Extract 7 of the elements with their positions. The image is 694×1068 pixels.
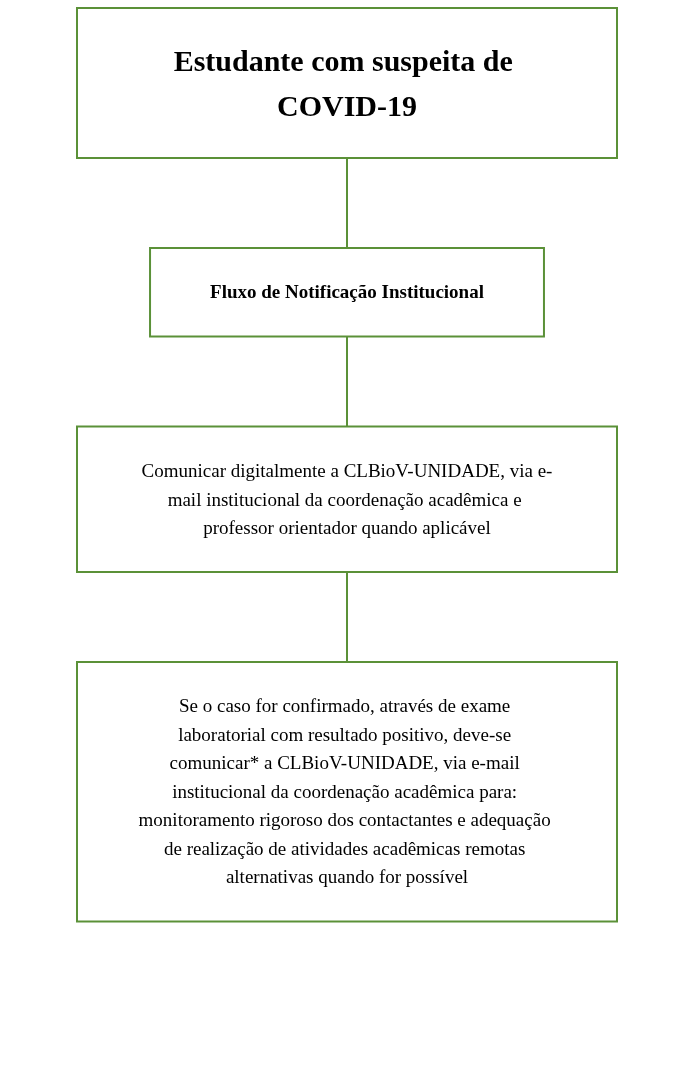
connector: [346, 335, 348, 428]
node-box: Estudante com suspeita de COVID-19: [76, 7, 618, 159]
connector: [346, 571, 348, 663]
node-box: Se o caso for confirmado, através de exame laboratorial com resultado positivo, deve-se comunicar* a CLBioV-UNIDADE, via e-mail institucional da coordenação acadêmica para: monitoramento rigoroso dos contactantes e adequação de realização de atividades acadêmicas remotas alternativas quando for possível: [76, 661, 618, 923]
node-box: Fluxo de Notificação Institucional: [149, 247, 545, 338]
node-box: Comunicar digitalmente a CLBioV-UNIDADE, via e-mail institucional da coordenação acadêmica e professor orientador quando aplicável: [76, 425, 618, 573]
connector: [346, 157, 348, 249]
